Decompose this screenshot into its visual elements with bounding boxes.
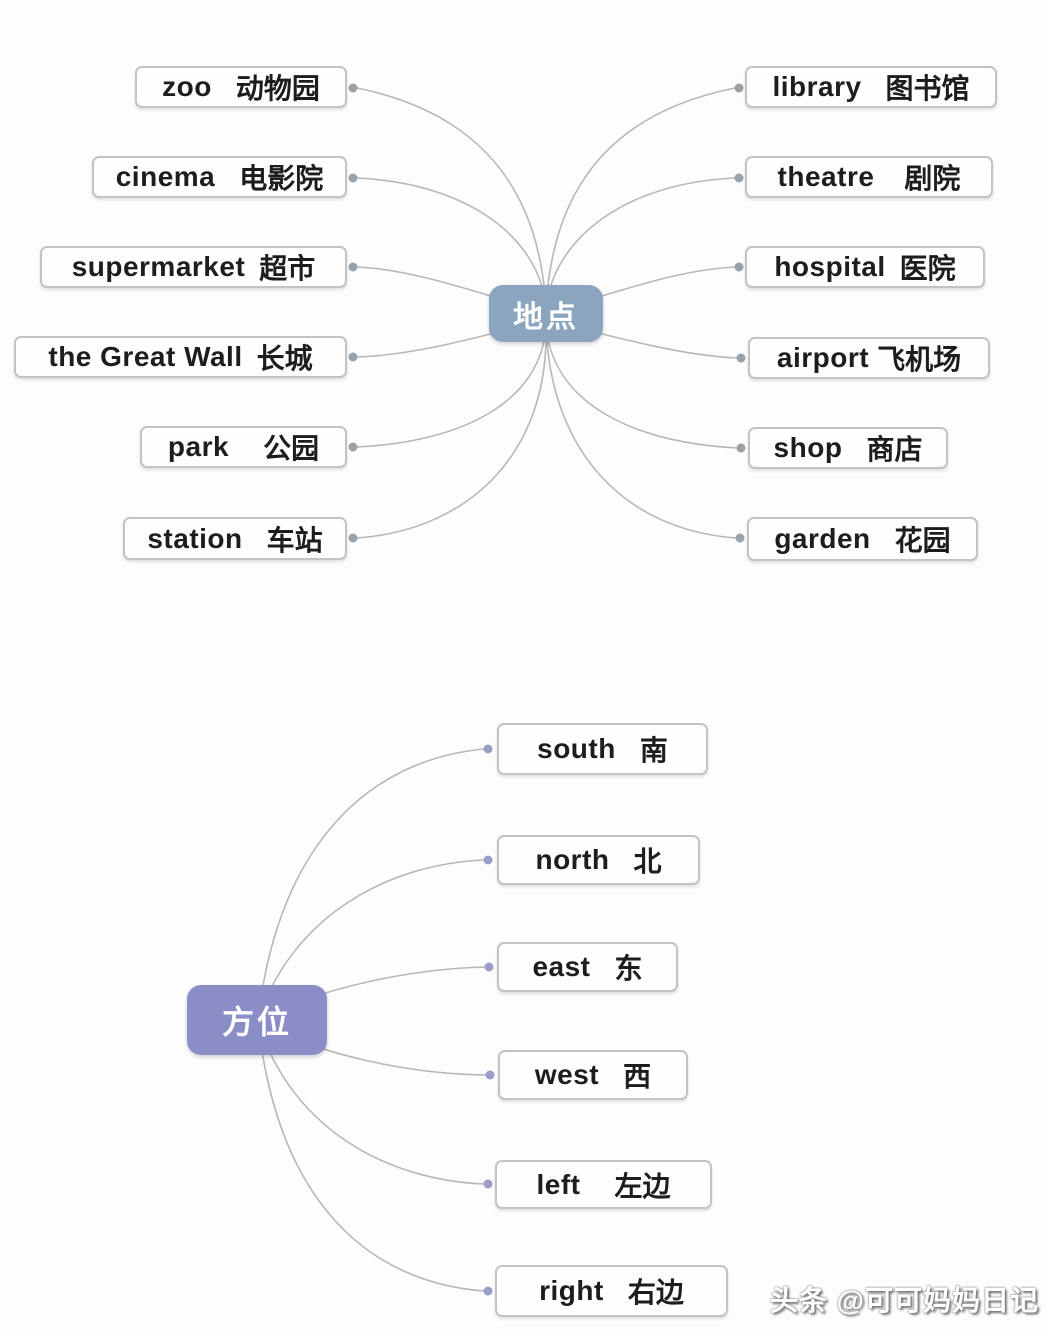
node-park-zh: 公园 bbox=[263, 433, 320, 464]
node-zoo: zoo 动物园 bbox=[135, 66, 347, 108]
connector-dot bbox=[483, 744, 493, 754]
node-north: north 北 bbox=[497, 835, 700, 885]
node-library-en: library bbox=[772, 71, 862, 102]
node-hospital-zh: 医院 bbox=[899, 253, 956, 284]
node-north-zh: 北 bbox=[633, 846, 662, 877]
node-supermarket-zh: 超市 bbox=[259, 253, 316, 284]
node-station-zh: 车站 bbox=[266, 524, 323, 556]
connector-dots-places bbox=[348, 83, 746, 543]
connector-line bbox=[545, 87, 736, 309]
node-left: left 左边 bbox=[495, 1160, 712, 1209]
connector-dot bbox=[735, 533, 745, 543]
node-garden: garden 花园 bbox=[747, 517, 978, 561]
connector-dot bbox=[734, 262, 744, 272]
node-theatre-en: theatre bbox=[777, 161, 875, 192]
connector-dot bbox=[736, 353, 746, 363]
connector-line bbox=[257, 859, 485, 1021]
node-garden-en: garden bbox=[774, 523, 871, 554]
node-supermarket-en: supermarket bbox=[71, 251, 246, 282]
node-park-en: park bbox=[167, 431, 230, 462]
node-shop-zh: 商店 bbox=[866, 434, 923, 465]
connector-dot bbox=[483, 855, 493, 865]
node-north-en: north bbox=[535, 844, 610, 875]
connector-dot bbox=[485, 1070, 495, 1080]
node-station: station 车站 bbox=[123, 517, 347, 560]
node-right-en: right bbox=[539, 1275, 604, 1306]
node-west: west 西 bbox=[498, 1050, 688, 1100]
connector-line bbox=[545, 324, 737, 539]
node-library-zh: 图书馆 bbox=[885, 73, 970, 104]
connector-dot bbox=[736, 443, 746, 453]
connector-dot bbox=[734, 173, 744, 183]
node-park: park 公园 bbox=[140, 426, 347, 468]
connector-line bbox=[356, 324, 547, 448]
connector-dot bbox=[348, 262, 358, 272]
center-node-directions: 方位 bbox=[187, 985, 327, 1055]
node-great-wall-zh: 长城 bbox=[256, 343, 313, 374]
connector-dot bbox=[348, 442, 358, 452]
connector-dot bbox=[483, 1286, 493, 1296]
node-theatre-zh: 剧院 bbox=[904, 163, 961, 194]
node-east: east 东 bbox=[497, 942, 678, 992]
node-airport: airport 飞机场 bbox=[748, 337, 990, 379]
node-theatre: theatre 剧院 bbox=[745, 156, 993, 198]
node-west-zh: 西 bbox=[623, 1061, 652, 1092]
connector-line bbox=[257, 1021, 485, 1292]
connector-dot bbox=[734, 83, 744, 93]
node-cinema-en: cinema bbox=[115, 161, 216, 192]
center-node-places: 地点 bbox=[489, 285, 603, 342]
node-garden-zh: 花园 bbox=[894, 525, 951, 556]
node-great-wall-en: the Great Wall bbox=[48, 341, 243, 372]
node-zoo-zh: 动物园 bbox=[235, 73, 320, 104]
node-airport-en: airport bbox=[776, 342, 870, 373]
node-library: library 图书馆 bbox=[745, 66, 997, 108]
connector-line bbox=[257, 748, 485, 1021]
node-south-zh: 南 bbox=[639, 735, 668, 766]
connector-line bbox=[545, 177, 736, 309]
node-east-zh: 东 bbox=[614, 953, 643, 984]
connector-line bbox=[356, 324, 547, 539]
connector-line bbox=[356, 87, 547, 309]
node-cinema: cinema 电影院 bbox=[92, 156, 347, 198]
watermark: 头条 @可可妈妈日记 bbox=[769, 1285, 1039, 1316]
node-great-wall: the Great Wall 长城 bbox=[14, 336, 347, 378]
connector-dots-directions bbox=[483, 744, 495, 1296]
node-cinema-zh: 电影院 bbox=[239, 163, 324, 194]
node-airport-zh: 飞机场 bbox=[877, 344, 962, 375]
connector-dot bbox=[348, 173, 358, 183]
node-supermarket: supermarket 超市 bbox=[40, 246, 347, 288]
node-hospital-en: hospital bbox=[774, 251, 886, 282]
node-south-en: south bbox=[537, 733, 616, 764]
node-station-en: station bbox=[147, 522, 243, 554]
node-right: right 右边 bbox=[495, 1265, 728, 1317]
connector-dot bbox=[348, 83, 358, 93]
node-zoo-en: zoo bbox=[162, 71, 212, 102]
node-right-zh: 右边 bbox=[627, 1277, 684, 1308]
node-left-zh: 左边 bbox=[614, 1170, 671, 1202]
connector-line bbox=[545, 324, 738, 449]
connector-line bbox=[257, 1021, 485, 1185]
node-east-en: east bbox=[532, 951, 591, 982]
node-left-en: left bbox=[536, 1168, 581, 1200]
node-west-en: west bbox=[534, 1059, 600, 1090]
connector-dot bbox=[348, 533, 358, 543]
node-hospital: hospital 医院 bbox=[745, 246, 985, 288]
connector-dot bbox=[484, 962, 494, 972]
connector-dot bbox=[348, 352, 358, 362]
connector-line bbox=[356, 177, 547, 309]
connector-dot bbox=[483, 1179, 493, 1189]
node-shop-en: shop bbox=[773, 432, 843, 463]
node-south: south 南 bbox=[497, 723, 708, 775]
node-shop: shop 商店 bbox=[748, 427, 948, 469]
